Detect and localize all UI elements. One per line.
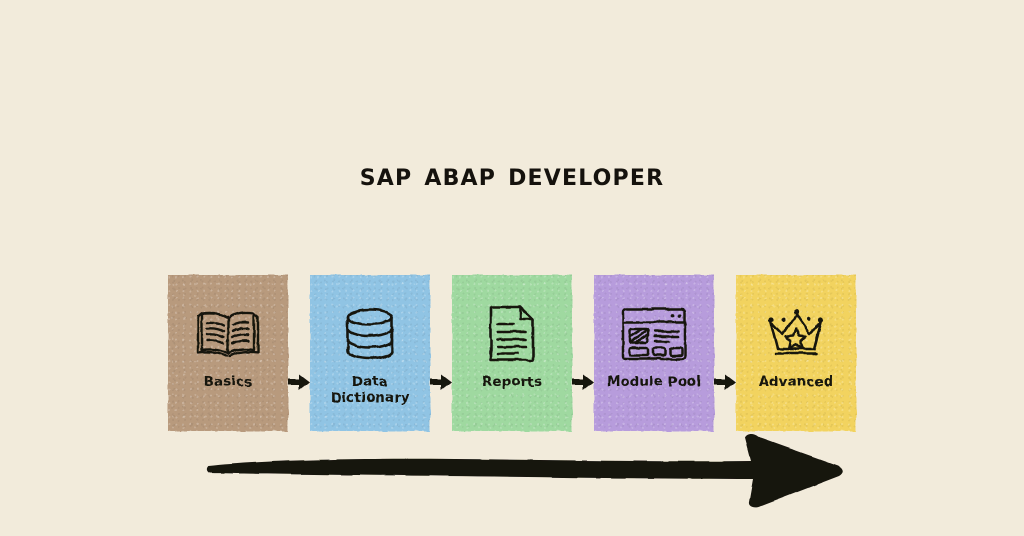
arrow-right-icon-4 <box>714 275 736 431</box>
browser-window-icon <box>619 297 689 371</box>
roadmap-step-label-basics: Basics <box>203 374 253 390</box>
arrow-right-icon-1 <box>288 275 310 431</box>
card-content-4: Module Pool <box>594 297 714 431</box>
card-content-2: Data Dictionary <box>310 297 430 431</box>
open-book-icon <box>195 297 261 371</box>
label-line-2: Dictionary <box>330 389 410 406</box>
document-lines-icon <box>486 297 538 371</box>
roadmap-step-data-dictionary[interactable]: Data Dictionary <box>310 275 430 431</box>
card-content-3: Reports <box>452 297 572 431</box>
roadmap-step-module-pool[interactable]: Module Pool <box>594 275 714 431</box>
roadmap-step-label-advanced: Advanced <box>758 374 834 390</box>
roadmap-step-label-module-pool: Module Pool <box>606 374 702 390</box>
label-line-1: Data <box>351 374 389 390</box>
roadmap-step-reports[interactable]: Reports <box>452 275 572 431</box>
database-icon <box>341 297 399 371</box>
roadmap-steps: Basics <box>168 275 858 431</box>
roadmap-step-label-data-dictionary: Data Dictionary <box>327 374 412 407</box>
arrow-right-icon-2 <box>430 275 452 431</box>
long-arrow-right-icon <box>205 432 845 510</box>
roadmap-step-basics[interactable]: Basics <box>168 275 288 431</box>
page-title: SAP ABAP Developer <box>359 157 665 193</box>
card-content-5: Advanced <box>736 297 856 431</box>
roadmap-step-label-reports: Reports <box>481 374 543 390</box>
roadmap-step-advanced[interactable]: Advanced <box>736 275 856 431</box>
card-content-1: Basics <box>168 297 288 431</box>
crown-star-icon <box>763 297 829 371</box>
arrow-right-icon-3 <box>572 275 594 431</box>
